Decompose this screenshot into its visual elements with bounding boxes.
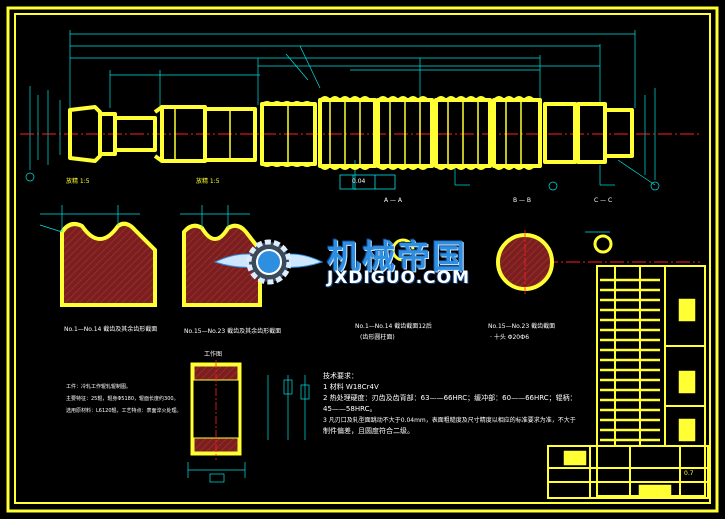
work-figure-label: 工作图 [204,351,223,358]
section-label-cc: C — C [594,197,613,204]
left-note-3: 选用原材料：L6120辊，工艺特点：表面淬火处理。 [66,408,182,414]
tech-requirements-title: 技术要求： [323,372,358,380]
detail-caption-left: No.1—No.14 截齿及其余齿形截面 [64,326,158,333]
tech-line-2: 2 热处理硬度：刃齿及齿背部：63——66HRC；缓冲部：60——66HRC；辊… [323,394,577,402]
section-label-aa: A — A [384,197,403,204]
drawing-frame-outer [6,6,719,513]
work-figure [187,360,310,483]
tech-line-3: 45——58HRC。 [323,405,377,413]
roll-shaft [68,98,634,168]
scale-label-mid: 放精 1:5 [196,178,220,185]
tech-line-1: 1 材料 W18Cr4V [323,383,379,391]
scale-label-left: 放精 1:5 [66,178,90,185]
tooth-grooves [174,100,522,166]
watermark-subtitle: JXDIGUO.COM [327,268,471,288]
watermark-title: 机械帝国 [327,237,467,276]
section-caption-2b: · 十头 Φ20Ф6 [490,334,530,341]
watermark-gear-emblem [213,239,324,285]
section-views [391,230,613,294]
detail-caption-mid: No.15—No.23 截齿及其余齿形截面 [184,328,282,335]
top-dimensions [25,30,660,191]
section-caption-1b: (齿形圆柱面) [360,334,395,341]
section-caption-1: No.1—No.14 截齿截面12后 [355,323,432,330]
section-caption-2: No.15—No.23 截齿截面 [488,323,556,330]
tooth-detail-mid [180,205,262,307]
tooth-profile [261,96,535,170]
left-note-2: 主要特征：25辊，辊身Φ5180，辊面长度约300。 [66,396,179,402]
tech-line-4: 3 凡刃口及轧型面跳动不大于0.04mm，表面粗糙度及尺寸精度以相应的标准要求为… [323,417,576,424]
title-block-rows [563,278,696,496]
tooth-detail-left [39,205,157,307]
tolerance-frame [339,174,396,190]
title-block [547,265,709,499]
tolerance-value: 0.04 [352,178,366,185]
left-note-1: 工件：冷轧工作辊轧辊制图。 [66,384,132,390]
title-block-tag: 0.7 [684,470,694,477]
drawing-frame-inner [14,13,711,504]
tech-line-5: 制件偏差，且圆度符合二级。 [323,427,414,435]
section-label-bb: B — B [513,197,532,204]
